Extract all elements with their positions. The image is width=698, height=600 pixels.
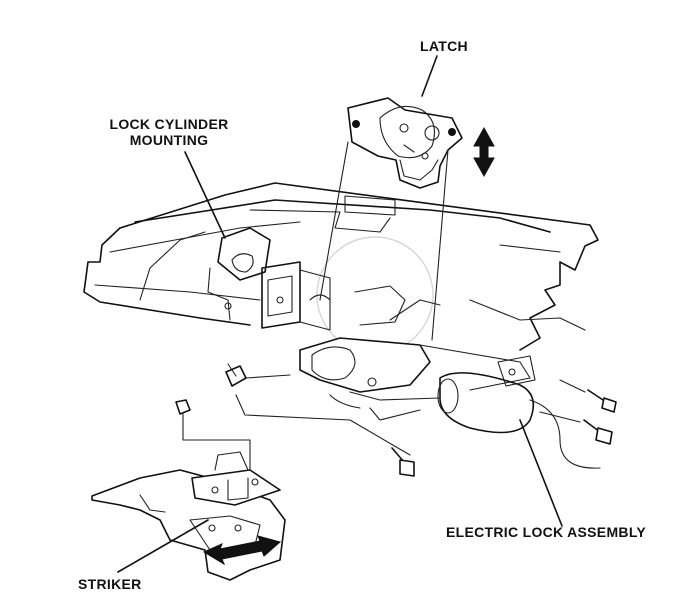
latch-label: LATCH <box>420 38 468 54</box>
lock-cylinder-leader <box>184 151 226 239</box>
latch-leader <box>421 55 438 97</box>
latch-projection-lines <box>319 141 449 341</box>
scan-artifact-circle <box>316 236 434 354</box>
electric-lock-assembly-label: ELECTRIC LOCK ASSEMBLY <box>446 524 647 540</box>
trunk-panel <box>83 182 599 351</box>
electric-lock-assembly <box>299 337 601 469</box>
striker-adjust-arrow <box>202 535 282 566</box>
installation-lines <box>182 374 586 471</box>
bolt-right-lower <box>583 419 613 445</box>
striker-label: STRIKER <box>78 576 142 592</box>
lock-cylinder-label-line2: MOUNTING <box>129 132 209 148</box>
lock-cylinder-mounting-label: LOCK CYLINDER MOUNTING <box>102 116 236 148</box>
striker-leader <box>117 519 209 573</box>
bolt-right-upper <box>587 389 617 413</box>
electric-lock-leader <box>519 419 563 527</box>
striker-bolt <box>175 399 191 429</box>
bolt-left <box>225 363 247 387</box>
striker <box>91 451 286 581</box>
latch-adjust-arrow <box>473 126 495 178</box>
bolt-lower <box>391 447 415 477</box>
lock-cylinder-label-line1: LOCK CYLINDER <box>109 116 229 132</box>
latch <box>347 97 463 189</box>
